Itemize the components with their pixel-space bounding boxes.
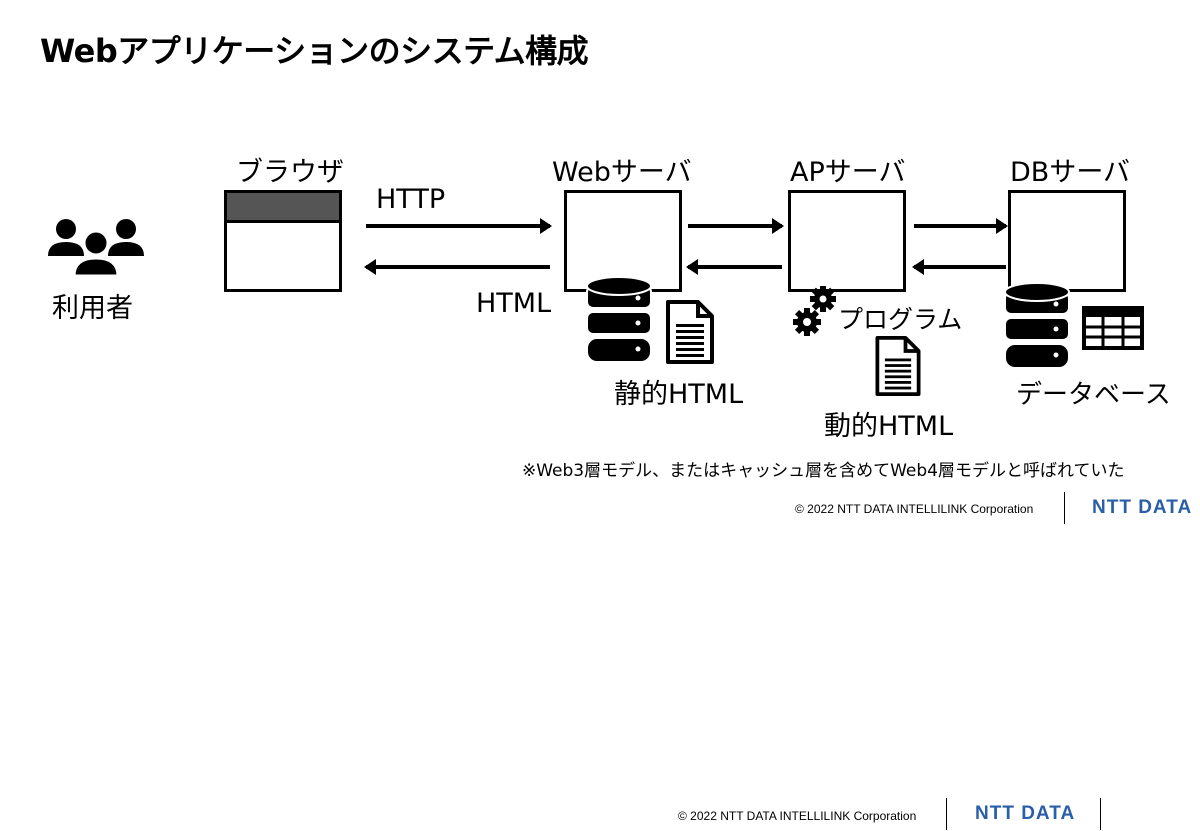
table-icon xyxy=(1082,306,1144,350)
html-label: HTML xyxy=(476,288,552,319)
footer-divider-bottom-left xyxy=(946,798,947,830)
program-label: プログラム xyxy=(838,305,963,334)
brand-logo-bottom: NTT DATA xyxy=(975,803,1076,824)
database-icon xyxy=(586,276,652,363)
brand-logo: NTT DATA xyxy=(1092,497,1193,518)
ap-to-db-arrow xyxy=(914,218,1008,234)
db-to-ap-arrow xyxy=(912,259,1006,275)
copyright-text-bottom: © 2022 NTT DATA INTELLILINK Corporation xyxy=(678,809,917,823)
ap-server-label: APサーバ xyxy=(790,157,906,188)
dynamic-document-icon xyxy=(875,336,921,396)
http-request-arrow xyxy=(366,218,552,234)
ap-to-web-arrow xyxy=(686,259,782,275)
users-icon xyxy=(48,219,144,278)
db-server-label: DBサーバ xyxy=(1010,157,1131,188)
static-html-label: 静的HTML xyxy=(614,379,744,410)
footer-divider-bottom-right xyxy=(1100,798,1101,830)
web-server-label: Webサーバ xyxy=(552,157,692,188)
user-label: 利用者 xyxy=(52,293,133,324)
html-response-arrow xyxy=(364,259,550,275)
web-server-box xyxy=(564,190,682,292)
browser-titlebar xyxy=(227,193,339,223)
dynamic-html-label: 動的HTML xyxy=(824,411,954,442)
ap-server-box xyxy=(788,190,906,292)
copyright-text: © 2022 NTT DATA INTELLILINK Corporation xyxy=(795,502,1034,516)
browser-window xyxy=(224,190,342,292)
db-database-icon xyxy=(1004,282,1070,369)
browser-label: ブラウザ xyxy=(236,157,344,188)
gears-icon xyxy=(793,286,836,336)
footer-divider xyxy=(1064,492,1065,524)
db-server-box xyxy=(1008,190,1126,292)
web-to-ap-arrow xyxy=(688,218,784,234)
http-label: HTTP xyxy=(376,184,446,215)
document-icon xyxy=(666,300,714,364)
database-label: データベース xyxy=(1016,380,1171,410)
page-title: Webアプリケーションのシステム構成 xyxy=(40,32,589,70)
footnote: ※Web3層モデル、またはキャッシュ層を含めてWeb4層モデルと呼ばれていた xyxy=(522,461,1125,481)
